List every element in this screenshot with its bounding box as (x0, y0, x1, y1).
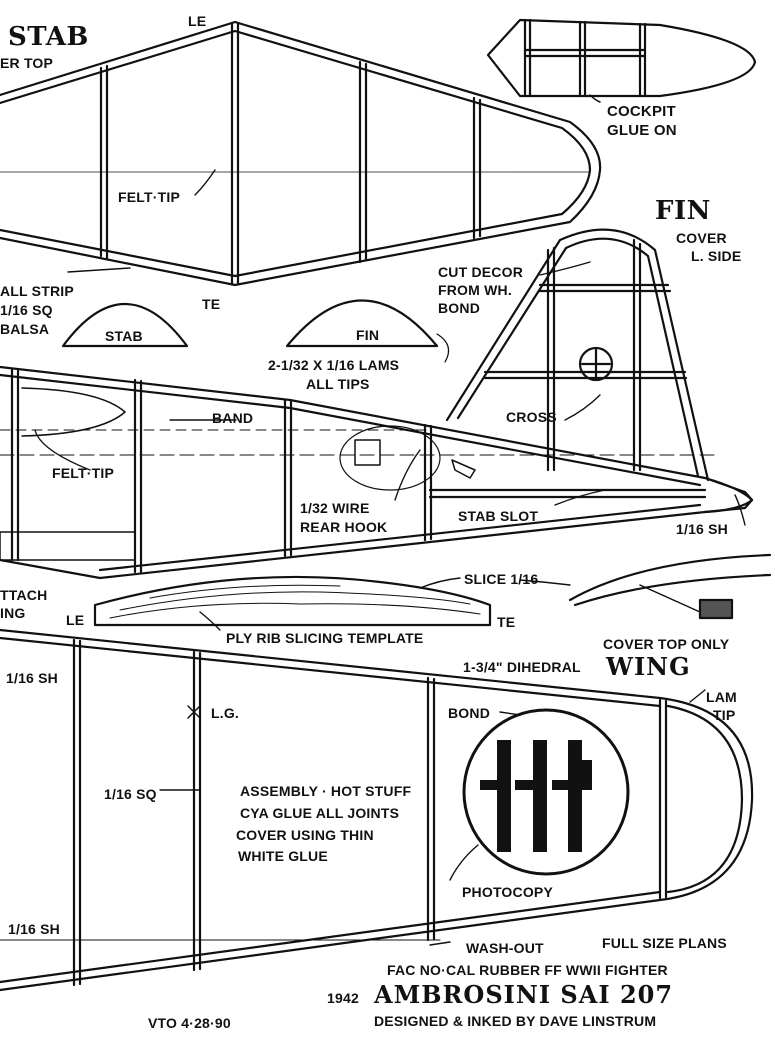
cockpit-line2: GLUE ON (607, 122, 677, 139)
fin-title: FIN (655, 196, 711, 226)
wing-asm1: ASSEMBLY · HOT STUFF (240, 783, 412, 799)
footer-year: 1942 (327, 990, 359, 1006)
cockpit-line1: COCKPIT (607, 103, 676, 120)
wing-lam1: LAM (706, 689, 737, 705)
wing-outline (0, 628, 754, 992)
fin-cover2: L. SIDE (691, 248, 742, 264)
stab-title: STAB (8, 22, 89, 52)
stab-le: LE (188, 13, 207, 29)
wing-bond: BOND (448, 705, 491, 721)
fus-strip2: 1/16 SQ (0, 302, 53, 318)
template-slice: SLICE 1/16 (464, 571, 539, 587)
footer-vto: VTO 4·28·90 (148, 1015, 231, 1031)
fin-lams2: ALL TIPS (306, 376, 370, 392)
fus-attach2: ING (0, 605, 26, 621)
wing-dihedral: 1-3/4" DIHEDRAL (463, 659, 581, 675)
fin-cross: CROSS (506, 409, 557, 425)
wing-title: WING (606, 652, 691, 681)
fin-cut1: CUT DECOR (438, 264, 524, 280)
fus-wire2: REAR HOOK (300, 519, 388, 535)
fin-outline (445, 228, 710, 482)
footer-designed: DESIGNED & INKED BY DAVE LINSTRUM (374, 1013, 657, 1029)
fus-stab-slot: STAB SLOT (458, 508, 539, 524)
wing-photocopy: PHOTOCOPY (462, 884, 554, 900)
wing-asm2: CYA GLUE ALL JOINTS (240, 805, 400, 821)
fin-lams1: 2-1/32 X 1/16 LAMS (268, 357, 400, 373)
wing-sh-top: 1/16 SH (6, 670, 58, 686)
fus-band: BAND (212, 410, 254, 426)
wing-sq: 1/16 SQ (104, 786, 157, 802)
fin-template-label: FIN (356, 327, 380, 343)
fuselage-outline (0, 365, 754, 580)
leader-lines (34, 169, 746, 946)
cockpit-outline (486, 18, 757, 103)
template-le: LE (66, 612, 85, 628)
footer-full-size: FULL SIZE PLANS (602, 935, 727, 951)
wing-asm3: COVER USING THIN (236, 827, 374, 843)
stab-template-label: STAB (105, 328, 143, 344)
fin-cut2: FROM WH. (438, 282, 512, 298)
fus-strip3: BALSA (0, 321, 50, 337)
stab-outline (0, 20, 602, 287)
wing-sh-bottom: 1/16 SH (8, 921, 60, 937)
fus-felt-tip: FELT·TIP (52, 465, 114, 481)
stab-subtitle: ER TOP (0, 55, 54, 71)
fin-cut3: BOND (438, 300, 481, 316)
fus-attach1: TTACH (0, 587, 48, 603)
template-label: PLY RIB SLICING TEMPLATE (226, 630, 424, 646)
fin-cover1: COVER (676, 230, 727, 246)
tip-templates (61, 299, 450, 363)
wing-asm4: WHITE GLUE (238, 848, 328, 864)
wing-cover: COVER TOP ONLY (603, 636, 730, 652)
fus-strip1: ALL STRIP (0, 283, 74, 299)
footer-name: AMBROSINI SAI 207 (374, 980, 674, 1009)
wing-lam2: TIP (713, 707, 736, 723)
wing-washout: WASH-OUT (466, 940, 544, 956)
fus-sh: 1/16 SH (676, 521, 728, 537)
fus-wire1: 1/32 WIRE (300, 500, 370, 516)
footer-fac: FAC NO·CAL RUBBER FF WWII FIGHTER (387, 962, 668, 978)
template-te: TE (497, 614, 516, 630)
wing-lg: L.G. (211, 705, 240, 721)
rib-template (93, 553, 772, 627)
roundel (462, 708, 630, 876)
stab-felt-tip: FELT·TIP (118, 189, 180, 205)
stab-te: TE (202, 296, 221, 312)
